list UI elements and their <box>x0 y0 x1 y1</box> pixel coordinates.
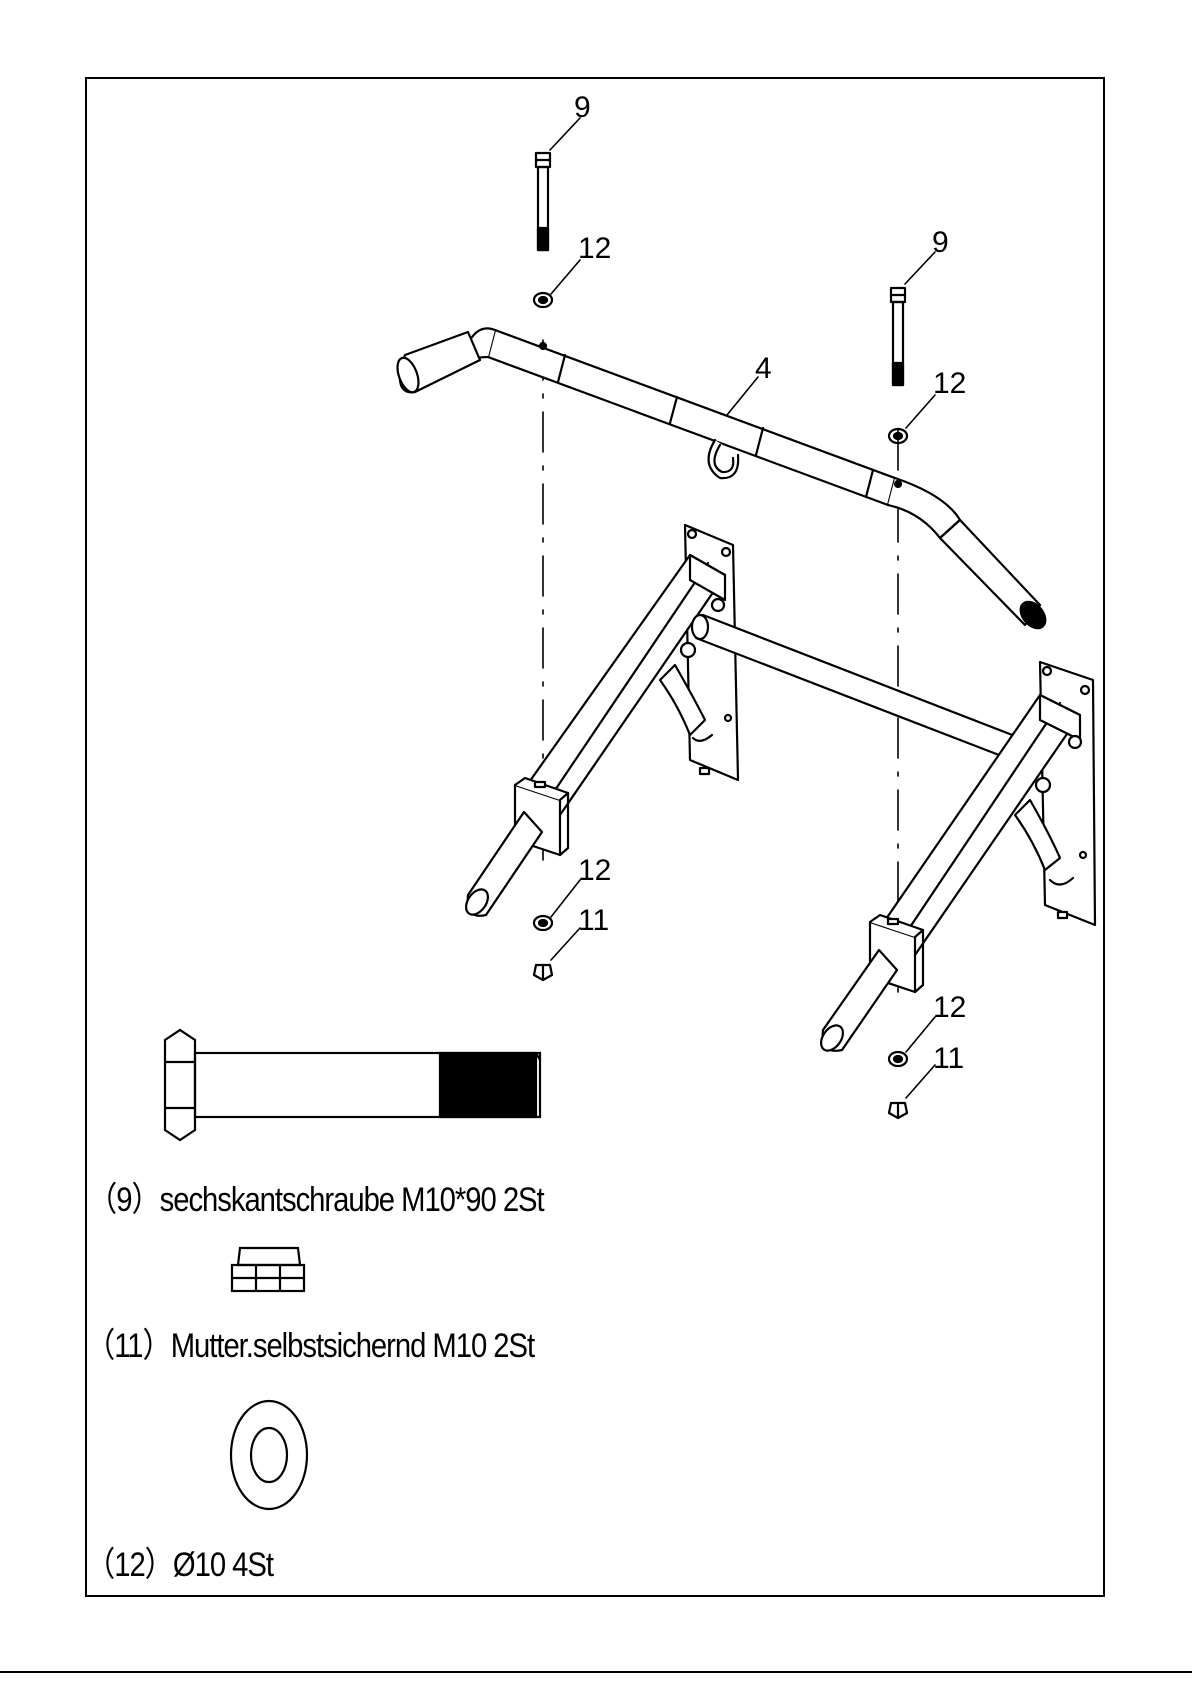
legend-nut-icon <box>232 1248 304 1291</box>
callout-washer-right-bottom: 12 <box>933 991 966 1024</box>
callout-washer-left-top: 12 <box>578 232 611 265</box>
callout-bar: 4 <box>755 352 772 385</box>
callout-nut-right: 11 <box>933 1042 964 1075</box>
legend-nut-label: （11）Mutter.selbstsichernd M10 2St <box>86 1318 534 1367</box>
cross-tube-part <box>692 615 1020 760</box>
legend-washer-icon <box>231 1401 307 1509</box>
washer-left-top-part <box>534 293 552 307</box>
nut-left-part <box>534 965 552 980</box>
callout-washer-right-top: 12 <box>933 367 966 400</box>
bolt-left-part <box>536 153 550 250</box>
legend-bolt-icon <box>165 1030 540 1140</box>
bolt-right-part <box>891 288 905 385</box>
callout-bolt-right: 9 <box>932 226 949 259</box>
legend-washer-label: （12）Ø10 4St <box>86 1537 273 1586</box>
callout-washer-left-bottom: 12 <box>578 854 611 887</box>
washer-right-bottom-part <box>889 1052 907 1066</box>
washer-left-bottom-part <box>534 916 552 930</box>
legend-bolt-label: （9）sechskantschraube M10*90 2St <box>88 1172 544 1221</box>
callout-bolt-left: 9 <box>574 91 591 124</box>
nut-right-part <box>889 1103 907 1118</box>
callout-nut-left: 11 <box>578 904 609 937</box>
